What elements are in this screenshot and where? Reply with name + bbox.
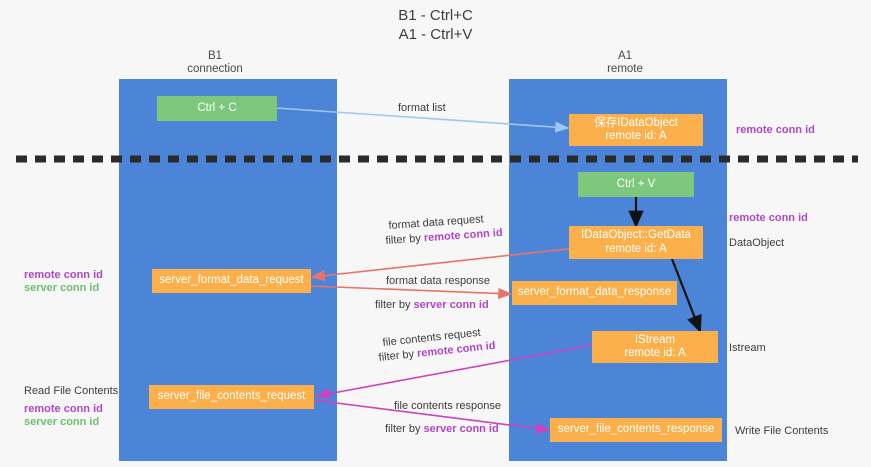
filter-key-server-conn-id-2: server conn id <box>423 423 499 435</box>
node-idataobject-getdata-line1: IDataObject::GetData <box>581 229 691 241</box>
node-ctrl-c-label: Ctrl + C <box>197 101 237 114</box>
annotation-left-server-conn-id-1: server conn id <box>24 282 100 294</box>
annotation-left-remote-conn-id-1: remote conn id <box>24 269 103 281</box>
annotation-right-istream: Istream <box>729 342 766 354</box>
filter-prefix-4: filter by <box>385 423 424 435</box>
node-server-format-data-request[interactable]: server_format_data_request <box>152 269 311 293</box>
node-server-file-contents-request[interactable]: server_file_contents_request <box>149 385 314 409</box>
edge-label-format-list: format list <box>398 102 446 114</box>
node-ctrl-c[interactable]: Ctrl + C <box>157 96 277 121</box>
node-ctrl-v[interactable]: Ctrl + V <box>578 172 694 197</box>
node-server-file-contents-response[interactable]: server_file_contents_response <box>550 418 722 442</box>
annotation-left-read-file-contents: Read File Contents <box>24 385 119 397</box>
annotation-right-remote-conn-id-1: remote conn id <box>736 124 815 136</box>
title-line-2: A1 - Ctrl+V <box>398 26 473 43</box>
column-header-b1-sub: connection <box>187 63 243 75</box>
column-header-a1-sub: remote <box>607 63 643 75</box>
page-title: B1 - Ctrl+C A1 - Ctrl+V <box>0 6 871 44</box>
filter-key-remote-conn-id-1: remote conn id <box>423 226 503 245</box>
node-save-idataobject[interactable]: 保存IDataObject remote id: A <box>569 114 703 146</box>
filter-prefix-1: filter by <box>385 232 425 247</box>
filter-prefix-2: filter by <box>375 299 414 311</box>
edge-label-format-data-response-filter: filter by server conn id <box>375 298 489 312</box>
edge-label-file-contents-response-line1: file contents response <box>394 400 502 412</box>
node-idataobject-getdata[interactable]: IDataObject::GetData remote id: A <box>569 226 703 259</box>
filter-key-server-conn-id-1: server conn id <box>413 299 489 311</box>
node-istream[interactable]: IStream remote id: A <box>592 331 718 363</box>
column-header-b1-name: B1 <box>207 50 223 62</box>
annotation-right-write-file-contents: Write File Contents <box>735 425 829 437</box>
column-header-a1-name: A1 <box>617 50 633 62</box>
node-server-format-data-response[interactable]: server_format_data_response <box>512 281 677 305</box>
node-istream-line1: IStream <box>634 333 676 346</box>
node-save-idataobject-line2: remote id: A <box>605 130 667 142</box>
node-server-format-data-request-label: server_format_data_request <box>159 274 304 287</box>
node-save-idataobject-line1: 保存IDataObject <box>594 116 678 129</box>
title-line-1: B1 - Ctrl+C <box>398 7 473 24</box>
column-header-a1: A1 remote <box>525 50 725 76</box>
annotation-right-remote-conn-id-2: remote conn id <box>729 212 808 224</box>
node-istream-line2: remote id: A <box>624 347 686 359</box>
annotation-right-dataobject: DataObject <box>729 237 785 249</box>
node-ctrl-v-label: Ctrl + V <box>616 177 656 190</box>
filter-prefix-3: filter by <box>378 347 418 364</box>
node-idataobject-getdata-line2: remote id: A <box>605 242 667 255</box>
node-server-format-data-response-label: server_format_data_response <box>517 286 672 299</box>
annotation-left-remote-conn-id-2: remote conn id <box>24 403 103 415</box>
annotation-left-server-conn-id-2: server conn id <box>24 416 100 428</box>
edge-label-file-contents-response-filter: filter by server conn id <box>385 422 499 436</box>
node-server-file-contents-response-label: server_file_contents_response <box>557 423 715 436</box>
edge-label-format-data-response-line1: format data response <box>386 275 490 287</box>
column-header-b1: B1 connection <box>115 50 315 76</box>
node-server-file-contents-request-label: server_file_contents_request <box>157 390 306 403</box>
